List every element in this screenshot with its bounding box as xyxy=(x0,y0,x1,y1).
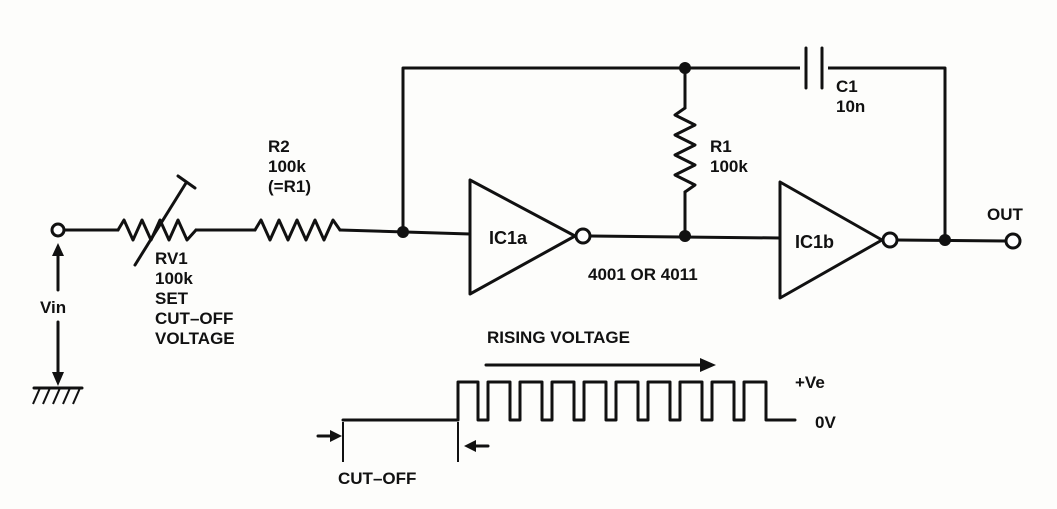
out-label: OUT xyxy=(987,205,1024,224)
output-terminal xyxy=(1004,232,1022,250)
r2-note: (=R1) xyxy=(268,177,311,196)
vin-indicator xyxy=(32,243,84,405)
rv1-adjust-arrow xyxy=(133,181,188,267)
rv1-designator: RV1 xyxy=(155,249,188,268)
waveform xyxy=(316,358,797,462)
junction-input xyxy=(397,226,409,238)
c1-designator: C1 xyxy=(836,77,858,96)
rv1-value: 100k xyxy=(155,269,193,288)
c1-value: 10n xyxy=(836,97,865,116)
r2-resistor xyxy=(253,218,342,242)
arrow-up-icon xyxy=(52,243,64,256)
c1-capacitor xyxy=(800,46,828,90)
rv1-function-line-2: CUT–OFF xyxy=(155,309,233,328)
input-terminal xyxy=(50,222,66,238)
ic1a-gate xyxy=(468,178,592,296)
cutoff-label: CUT–OFF xyxy=(338,469,416,488)
cutoff-arrow-right-icon xyxy=(330,430,342,442)
r1-value: 100k xyxy=(710,157,748,176)
vin-label: Vin xyxy=(40,298,66,317)
r1-designator: R1 xyxy=(710,137,732,156)
arrow-down-icon xyxy=(52,372,64,386)
rv1-adjust-bar xyxy=(176,174,197,190)
ic1b-gate xyxy=(778,180,899,300)
r1-resistor xyxy=(673,66,697,238)
output-wire xyxy=(895,238,1008,243)
ic1a-label: IC1a xyxy=(489,228,528,248)
rv1-function-line-3: VOLTAGE xyxy=(155,329,235,348)
rising-voltage-label: RISING VOLTAGE xyxy=(487,328,630,347)
high-level-label: +Ve xyxy=(795,373,825,392)
junction-output xyxy=(939,234,951,246)
junction-middle xyxy=(679,230,691,242)
arrow-right-icon xyxy=(700,358,716,372)
low-level-label: 0V xyxy=(815,413,836,432)
ic1a-inverter-bubble xyxy=(574,227,592,245)
input-section xyxy=(50,222,120,238)
pulse-train xyxy=(341,380,797,422)
r2-designator: R2 xyxy=(268,137,290,156)
feedback-loop-wire xyxy=(401,66,947,242)
ic1b-label: IC1b xyxy=(795,232,834,252)
r2-value: 100k xyxy=(268,157,306,176)
rv1-function-line-1: SET xyxy=(155,289,189,308)
ic-part-label: 4001 OR 4011 xyxy=(588,265,698,284)
ic1b-inverter-bubble xyxy=(881,231,899,249)
cutoff-arrow-left-icon xyxy=(464,440,476,452)
rv1-variable-resistor xyxy=(116,174,198,267)
